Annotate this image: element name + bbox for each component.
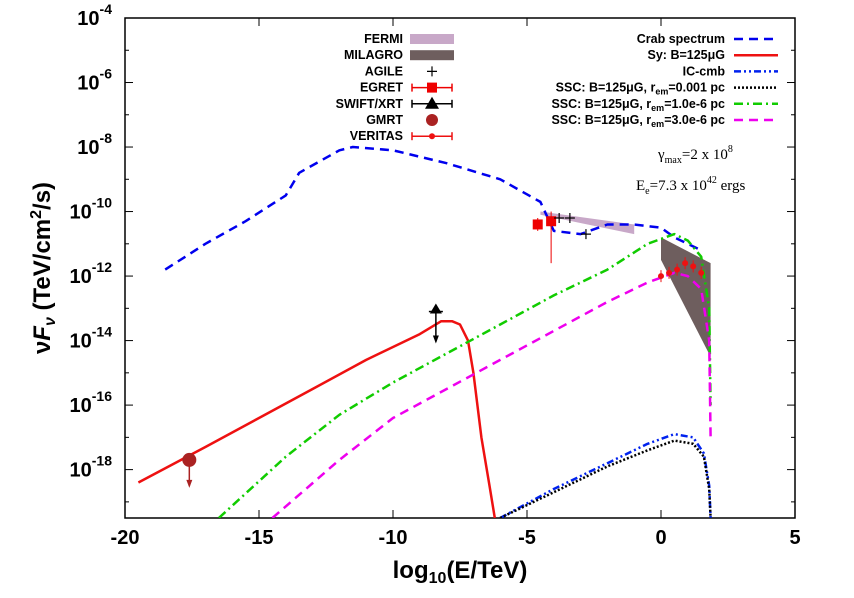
legend-right-label-5: SSC: B=125μG, rem=3.0e-6 pc bbox=[551, 113, 725, 129]
y-tick-label: 10-12 bbox=[70, 259, 113, 288]
legend-left-swift-xrt-marker bbox=[425, 96, 439, 109]
legend-left: FERMI MILAGRO AGILE EGRET SWIFT/XRT GMRT VERIT… bbox=[336, 32, 454, 143]
legend-left-egret-label: EGRET bbox=[360, 81, 403, 95]
legend-right-label-4: SSC: B=125μG, rem=1.0e-6 pc bbox=[551, 97, 725, 113]
x-tick-label: 5 bbox=[789, 527, 800, 549]
point-gmrt-arrowhead bbox=[186, 479, 193, 488]
band-milagro bbox=[661, 237, 711, 357]
y-tick-label: 10-8 bbox=[77, 130, 112, 159]
y-tick-label: 10-16 bbox=[70, 388, 113, 417]
data-points bbox=[182, 211, 705, 488]
x-tick-label: -10 bbox=[379, 527, 408, 549]
annotation-gamma: γmax=2 x 108 bbox=[657, 144, 733, 166]
y-tick-label: 10-4 bbox=[77, 1, 112, 30]
legend-left-gmrt-label: GMRT bbox=[366, 113, 403, 127]
plot-frame bbox=[124, 17, 796, 519]
legend-right-label-2: IC-cmb bbox=[683, 64, 726, 78]
legend-right-label-0: Crab spectrum bbox=[637, 32, 725, 46]
band-fermi bbox=[540, 211, 635, 235]
legend-left-agile-label: AGILE bbox=[365, 64, 403, 78]
point-veritas bbox=[682, 260, 689, 267]
legend-right-label-3: SSC: B=125μG, rem=0.001 pc bbox=[556, 81, 725, 97]
point-agile bbox=[580, 229, 591, 240]
point-agile bbox=[554, 213, 565, 223]
legend-left-milagro-swatch bbox=[410, 50, 454, 61]
x-tick-label: -5 bbox=[518, 527, 536, 549]
point-veritas bbox=[666, 269, 673, 276]
y-tick-label: 10-6 bbox=[77, 66, 112, 95]
legend-left-fermi-label: FERMI bbox=[364, 32, 403, 46]
point-veritas bbox=[698, 269, 705, 276]
x-tick-label: -20 bbox=[111, 527, 140, 549]
y-tick-label: 10-18 bbox=[70, 453, 113, 482]
y-tick-label: 10-10 bbox=[70, 195, 113, 224]
legend-left-swift-xrt-label: SWIFT/XRT bbox=[336, 97, 404, 111]
point-egret bbox=[546, 216, 557, 227]
point-swift-xrt bbox=[429, 303, 442, 314]
annotation-energy: Ee=7.3 x 1042 ergs bbox=[636, 175, 745, 197]
legend-left-milagro-label: MILAGRO bbox=[344, 48, 403, 62]
point-veritas bbox=[658, 273, 664, 280]
series-line-5 bbox=[271, 271, 712, 518]
series-line-2 bbox=[499, 432, 712, 518]
legend-left-fermi-swatch bbox=[410, 34, 454, 44]
legend-right-label-1: Sy: B=125μG bbox=[648, 48, 725, 62]
model-curves bbox=[137, 145, 712, 518]
point-veritas bbox=[690, 263, 697, 270]
legend-left-veritas-marker bbox=[429, 133, 435, 140]
x-tick-label: -15 bbox=[245, 527, 274, 549]
x-axis-title: log10(E/TeV) bbox=[393, 557, 528, 587]
series-line-0 bbox=[164, 145, 702, 271]
point-egret bbox=[532, 219, 543, 230]
point-agile bbox=[564, 213, 575, 223]
legend-left-gmrt-marker bbox=[426, 114, 438, 126]
series-line-4 bbox=[217, 232, 712, 518]
series-line-3 bbox=[499, 439, 712, 518]
point-veritas bbox=[674, 266, 681, 273]
y-tick-label: 10-14 bbox=[70, 324, 113, 353]
series-line-1 bbox=[137, 319, 497, 518]
point-gmrt bbox=[182, 452, 197, 467]
legend-left-egret-marker bbox=[427, 82, 437, 93]
x-tick-label: 0 bbox=[655, 527, 666, 549]
y-axis-title: νFν (TeV/cm2/s) bbox=[28, 182, 59, 354]
legend-left-veritas-label: VERITAS bbox=[350, 129, 403, 143]
data-bands bbox=[540, 211, 711, 357]
point-swift-xrt-arrowhead bbox=[432, 335, 439, 344]
legend-left-agile-marker bbox=[427, 66, 437, 77]
